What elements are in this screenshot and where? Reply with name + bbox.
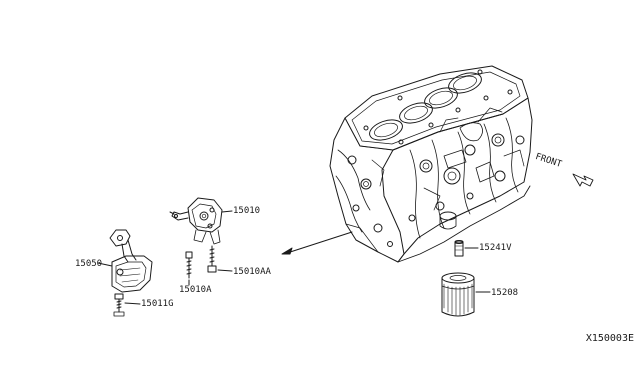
pump-bolt-aa[interactable] [208,246,216,272]
label-15050[interactable]: 15050 [75,259,103,269]
label-15208[interactable]: 15208 [491,288,519,298]
location-arrow [282,232,352,254]
label-15010[interactable]: 15010 [233,206,261,216]
label-15241v[interactable]: 15241V [479,243,512,253]
leader-15050 [98,263,112,266]
filter-stud[interactable] [455,241,463,257]
leader-15011g [125,303,140,304]
pump-bolt-a[interactable] [186,252,192,278]
engine-block[interactable] [330,66,532,262]
oil-pump[interactable] [170,198,222,244]
label-15011g[interactable]: 15011G [141,299,174,309]
oil-strainer[interactable] [110,230,152,292]
leader-15010 [222,211,232,212]
oil-filter[interactable] [442,273,474,316]
label-15010aa[interactable]: 15010AA [233,267,271,277]
label-15010a[interactable]: 15010A [179,285,212,295]
front-arrow [573,174,593,186]
strainer-bolt[interactable] [114,294,124,316]
diagram-code: X150003E [585,333,634,344]
leader-15010aa [218,270,232,271]
